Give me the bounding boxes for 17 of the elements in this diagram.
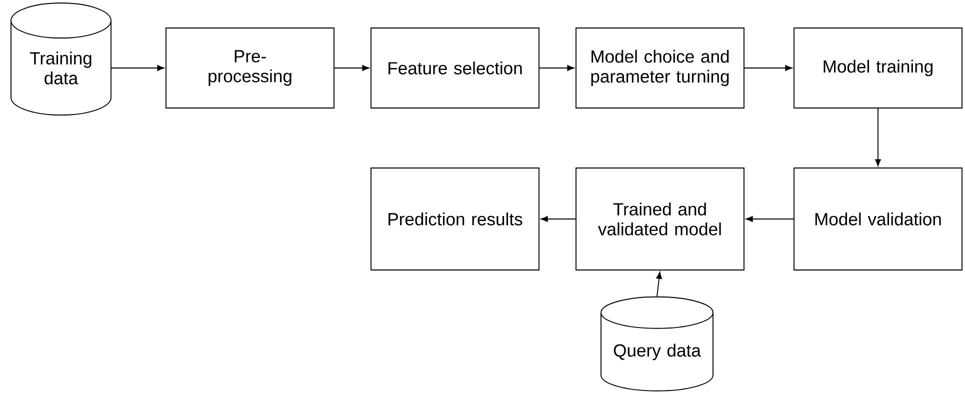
- process-box: Model training: [794, 28, 962, 108]
- process-box: Feature selection: [370, 28, 540, 108]
- arrow: [744, 65, 792, 71]
- process-box: Model choice and parameter turning: [576, 28, 744, 108]
- process-box: Prediction results: [370, 168, 540, 270]
- database-cylinder: Query data: [600, 296, 714, 392]
- arrow: [334, 65, 370, 71]
- arrow: [875, 108, 881, 166]
- arrow: [539, 65, 574, 71]
- process-box: Trained and validated model: [576, 168, 744, 270]
- process-box: Pre-processing: [166, 28, 334, 108]
- process-box: Model validation: [794, 168, 962, 270]
- arrow: [540, 216, 576, 222]
- database-cylinder: Training data: [10, 2, 112, 116]
- arrow: [746, 216, 794, 222]
- arrow: [656, 272, 662, 297]
- arrow: [111, 65, 164, 71]
